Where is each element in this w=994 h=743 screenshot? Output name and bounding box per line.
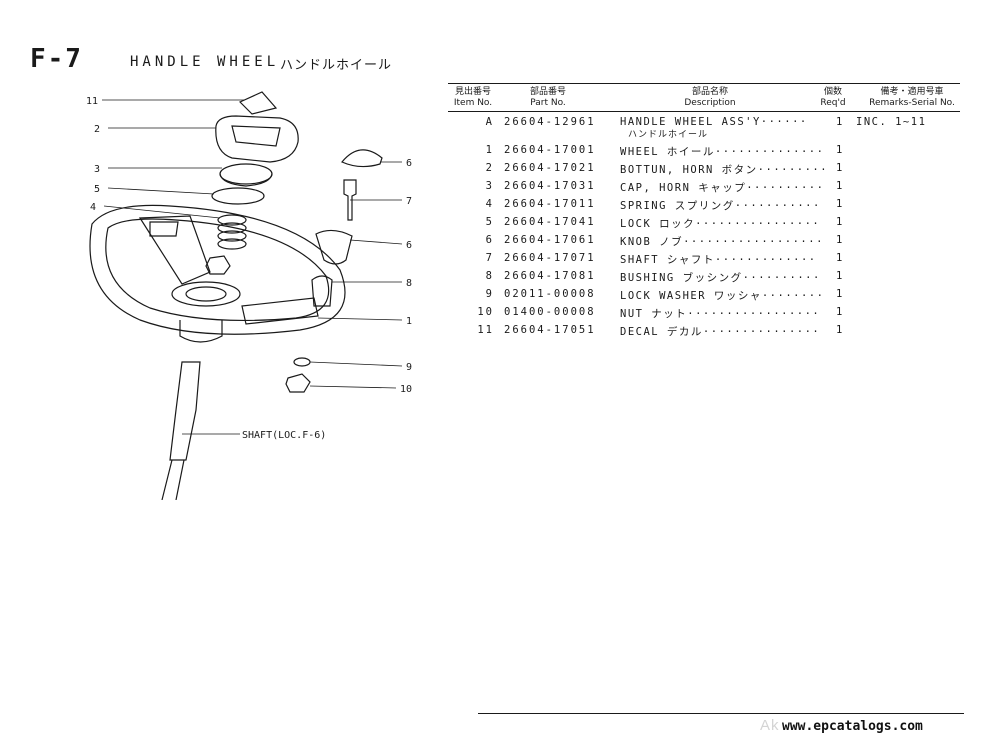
callout-label: 2	[94, 124, 100, 135]
table-row: 8 26604-17081 BUSHING ブッシング·········· 1	[485, 270, 843, 284]
page-title: HANDLE WHEEL	[130, 54, 280, 70]
watermark-text: Ak	[760, 717, 780, 734]
shaft-label: SHAFT(LOC.F-6)	[242, 430, 326, 441]
table-row: 5 26604-17041 LOCK ロック················ 1	[485, 216, 843, 230]
table-row: 10 01400-00008 NUT ナット················· …	[477, 306, 843, 320]
parts-list: A 26604-12961 HANDLE WHEEL ASS'Y······ ハ…	[448, 114, 960, 340]
callout-label: 9	[406, 362, 412, 373]
decal-part	[238, 91, 278, 115]
knob-shaft-part	[343, 179, 357, 221]
page-code: F-7	[30, 44, 83, 74]
knob-part	[315, 229, 353, 265]
callout-label: 6	[406, 240, 412, 251]
callout-label: 10	[400, 384, 412, 395]
table-row: 7 26604-17071 SHAFT シャフト············· 1	[485, 252, 843, 266]
steering-shaft	[169, 361, 201, 461]
table-header-rule	[448, 111, 960, 112]
horn-cap-part	[219, 163, 273, 185]
lock-washer-part	[293, 357, 311, 367]
callout-label: 5	[94, 184, 100, 195]
table-row: A 26604-12961 HANDLE WHEEL ASS'Y······ ハ…	[485, 116, 927, 140]
table-top-rule	[448, 83, 960, 84]
table-row: 4 26604-17011 SPRING スプリング··········· 1	[485, 198, 843, 212]
horn-button-part	[215, 115, 299, 163]
callout-label: 11	[86, 96, 98, 107]
bushing-part	[311, 275, 333, 307]
exploded-parts-diagram: 11 2 3 5 4 6 7 6 8 1 9 10 SHAFT(LOC.F-6)	[86, 91, 412, 500]
table-row: 11 26604-17051 DECAL デカル··············· …	[477, 324, 843, 338]
wheel-rim-part	[89, 204, 346, 335]
knob-cap-part	[341, 149, 383, 168]
table-row: 2 26604-17021 BOTTUN, HORN ボタン········· …	[485, 162, 843, 176]
callout-label: 6	[406, 158, 412, 169]
callout-label: 4	[90, 202, 96, 213]
callout-label: 8	[406, 278, 412, 289]
footer-rule	[478, 713, 964, 714]
callout-label: 1	[406, 316, 412, 327]
page-title-jp: ハンドルホイール	[280, 58, 393, 73]
lock-ring-part	[211, 187, 265, 205]
spring-part	[217, 214, 247, 250]
table-row: 6 26604-17061 KNOB ノブ·················· …	[485, 234, 843, 248]
table-row: 1 26604-17001 WHEEL ホイール·············· 1	[485, 144, 843, 158]
table-row: 3 26604-17031 CAP, HORN キャップ·········· 1	[485, 180, 843, 194]
callout-label: 3	[94, 164, 100, 175]
nut-part	[285, 373, 311, 393]
table-row: 9 02011-00008 LOCK WASHER ワッシャ········ 1	[485, 288, 843, 302]
website-link[interactable]: www.epcatalogs.com	[782, 719, 923, 734]
callout-label: 7	[406, 196, 412, 207]
